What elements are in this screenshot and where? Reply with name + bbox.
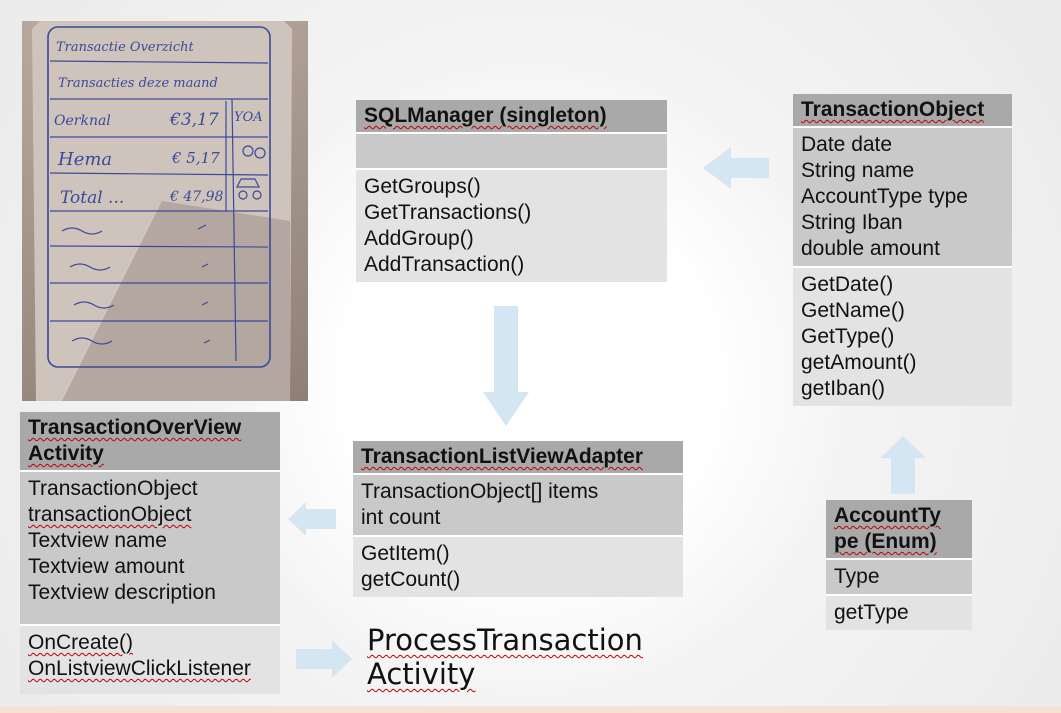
accounttype-class-title: AccountTy pe (Enum) [826, 500, 972, 558]
title-line: TransactionOverView [28, 416, 242, 439]
method: AddGroup() [364, 227, 474, 250]
sketch-row-name: Total ... [60, 188, 124, 208]
caption-line: ProcessTransaction [367, 623, 643, 657]
method: getCount() [361, 568, 461, 591]
attribute: AccountType type [801, 185, 968, 208]
attribute: Textview name [28, 529, 167, 552]
sketch-title: Transactie Overzicht [56, 40, 194, 55]
arrow-right-to-process [296, 640, 352, 678]
accounttype-attributes: Type [826, 558, 972, 594]
attribute: TransactionObject [28, 477, 198, 500]
method: GetName() [801, 299, 905, 322]
attribute: transactionObject [28, 503, 192, 526]
title-line: Activity [28, 442, 104, 465]
method: GetItem() [361, 542, 450, 565]
accounttype-methods: getType [826, 594, 972, 630]
method: OnListviewClickListener [28, 657, 251, 680]
attribute: Textview amount [28, 555, 185, 578]
method: AddTransaction() [364, 253, 525, 276]
attribute: Date date [801, 133, 893, 156]
method: OnCreate() [28, 631, 134, 654]
transactionobject-attributes: Date date String name AccountType type S… [793, 126, 1012, 266]
process-transaction-activity-label: ProcessTransaction Activity [367, 623, 643, 691]
sqlmanager-attributes [356, 132, 667, 168]
title-line: AccountTy [834, 504, 941, 527]
sqlmanager-methods: GetGroups() GetTransactions() AddGroup()… [356, 168, 667, 282]
listviewadapter-class-title: TransactionListViewAdapter [353, 441, 683, 473]
arrow-down-to-adapter [483, 306, 529, 426]
method: getAmount() [801, 351, 917, 374]
listviewadapter-attributes: TransactionObject[] items int count [353, 473, 683, 535]
method: getType [834, 601, 909, 624]
overview-activity-class-title: TransactionOverView Activity [20, 412, 280, 470]
title-line: pe (Enum) [834, 530, 937, 553]
attribute: String name [801, 159, 915, 182]
overview-activity-attributes: TransactionObject transactionObject Text… [20, 470, 280, 624]
attribute: TransactionObject[] items [361, 480, 599, 503]
attribute: double amount [801, 237, 940, 260]
bottom-strip [0, 706, 1061, 713]
attribute: int count [361, 506, 441, 529]
sketch-row-amount: € 5,17 [171, 149, 220, 167]
attribute: Textview description [28, 581, 216, 604]
transactionobject-class-box: TransactionObject Date date String name … [793, 94, 1012, 406]
overview-activity-methods: OnCreate() OnListviewClickListener [20, 624, 280, 694]
arrow-left-to-overview [288, 502, 336, 536]
sqlmanager-class-box: SQLManager (singleton) GetGroups() GetTr… [356, 100, 667, 282]
attribute: Type [834, 565, 880, 588]
caption-line: Activity [367, 657, 476, 691]
sketch-photo: Transactie Overzicht Transacties deze ma… [22, 21, 308, 401]
transactionobject-class-title: TransactionObject [793, 94, 1012, 126]
attribute: String Iban [801, 211, 903, 234]
sketch-row-amount: € 47,98 [169, 189, 224, 205]
method: GetDate() [801, 273, 894, 296]
sqlmanager-class-title: SQLManager (singleton) [356, 100, 667, 132]
accounttype-class-box: AccountTy pe (Enum) Type getType [826, 500, 972, 630]
listviewadapter-class-box: TransactionListViewAdapter TransactionOb… [353, 441, 683, 597]
arrow-up-to-transactionobject [880, 436, 926, 494]
arrow-left-to-sqlmanager [703, 147, 769, 189]
method: GetGroups() [364, 175, 481, 198]
sketch-row-extra: YOA [234, 110, 263, 125]
sketch-row-name: Oerknal [54, 113, 111, 129]
method: GetType() [801, 325, 895, 348]
transactionobject-methods: GetDate() GetName() GetType() getAmount(… [793, 266, 1012, 406]
method: GetTransactions() [364, 201, 532, 224]
sketch-row-amount: €3,17 [169, 110, 219, 130]
sketch-subtitle: Transacties deze maand [58, 76, 218, 91]
method: getIban() [801, 377, 886, 400]
sketch-row-name: Hema [57, 149, 112, 170]
listviewadapter-methods: GetItem() getCount() [353, 535, 683, 597]
overview-activity-class-box: TransactionOverView Activity Transaction… [20, 412, 280, 694]
